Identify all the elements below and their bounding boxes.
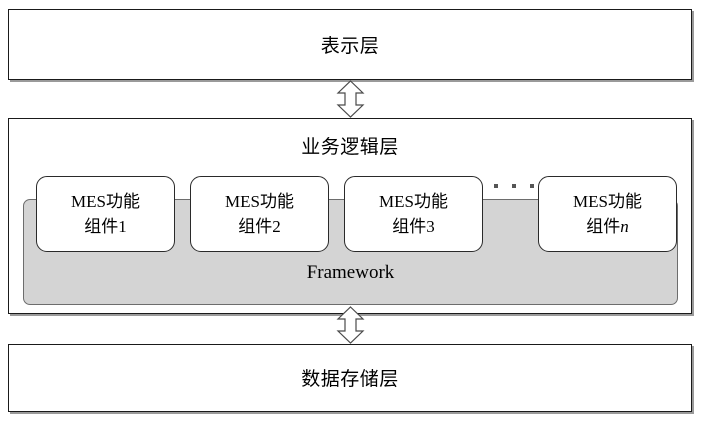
mes-component-3-line2: 组件3 [392,217,435,236]
ellipsis-dot [530,184,534,188]
mes-component-1-line2: 组件1 [84,217,127,236]
double-headed-arrow-icon-bottom [332,306,369,344]
layer-title-presentation: 表示层 [320,35,380,57]
ellipsis-dot [494,184,498,188]
mes-component-2-line1: MES功能 [225,192,294,211]
mes-component-2-line2: 组件2 [238,217,281,236]
mes-component-3-line1: MES功能 [379,192,448,211]
double-headed-arrow-icon-top [332,80,369,118]
mes-component-n-line2-prefix: 组件 [586,217,621,236]
mes-component-1[interactable]: MES功能 组件1 [36,176,175,252]
mes-component-n-index: n [620,217,629,236]
framework-label: Framework [306,262,395,283]
layer-box-storage: 数据存储层 [8,344,692,412]
mes-component-n[interactable]: MES功能 组件n [538,176,677,252]
mes-component-n-line1: MES功能 [573,192,642,211]
mes-component-1-line1: MES功能 [71,192,140,211]
mes-component-3[interactable]: MES功能 组件3 [344,176,483,252]
ellipsis-dot [512,184,516,188]
mes-component-2[interactable]: MES功能 组件2 [190,176,329,252]
mes-component-n-line2: 组件n [586,214,629,239]
ellipsis-icon [494,178,534,194]
layer-title-storage: 数据存储层 [301,368,399,390]
layer-box-presentation: 表示层 [8,9,692,80]
layer-title-business: 业务逻辑层 [301,136,399,158]
